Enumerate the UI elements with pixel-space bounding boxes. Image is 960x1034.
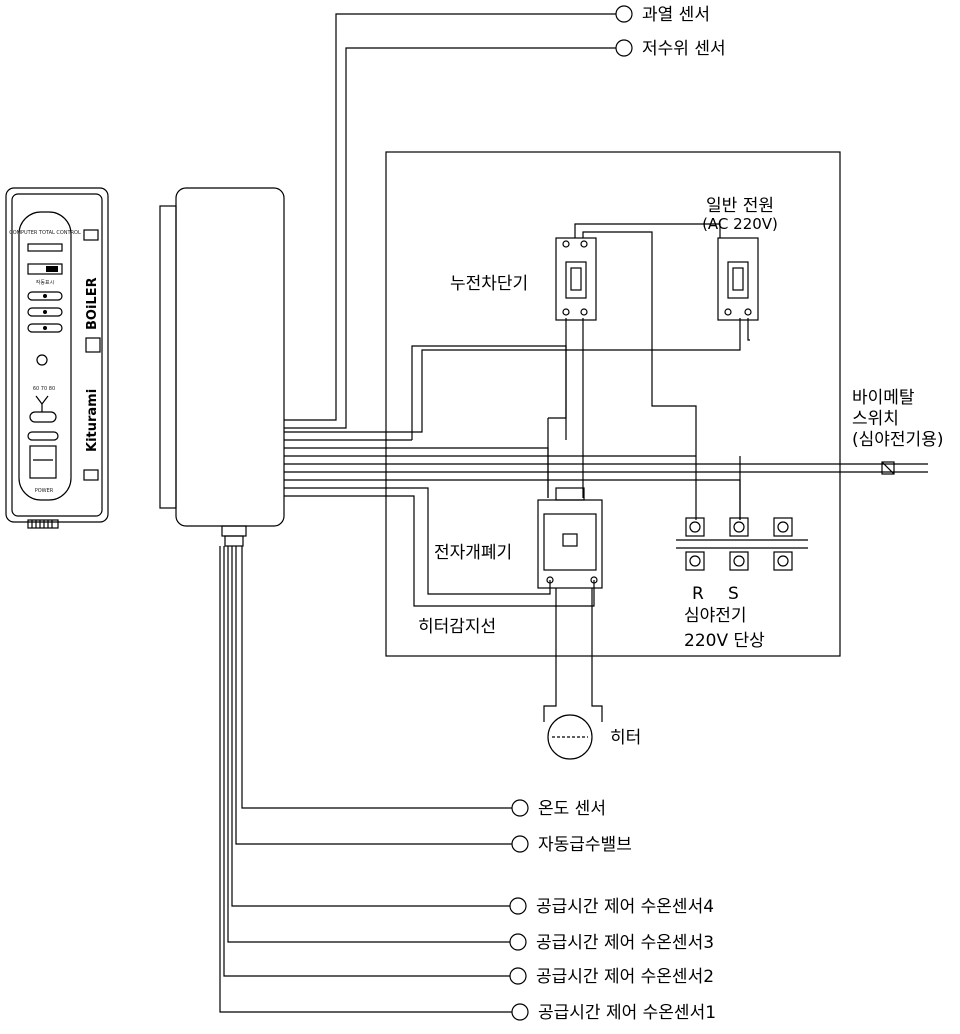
low-water-sensor-label: 저수위 센서 bbox=[642, 39, 726, 59]
supply-sensor-2-label: 공급시간 제어 수온센서2 bbox=[536, 967, 714, 987]
night-power-label-2: 220V 단상 bbox=[684, 631, 765, 651]
supply-sensor-3-icon bbox=[509, 933, 527, 951]
general-power-label: 일반 전원 bbox=[706, 196, 774, 216]
breaker-label: 누전차단기 bbox=[450, 274, 528, 294]
heater-icon bbox=[547, 714, 593, 760]
magnetic-contactor bbox=[537, 487, 603, 589]
auto-valve-label: 자동급수밸브 bbox=[538, 835, 632, 855]
product-logo: BOiLER bbox=[85, 277, 100, 330]
overheat-sensor-icon bbox=[615, 5, 633, 23]
terminal-r-label: R bbox=[692, 584, 704, 604]
temp-sensor-icon bbox=[511, 799, 529, 817]
earth-leakage-breaker bbox=[555, 237, 597, 321]
power-lamp-icon bbox=[36, 354, 48, 366]
low-water-sensor-icon bbox=[615, 39, 633, 57]
supply-sensor-4-label: 공급시간 제어 수온센서4 bbox=[536, 897, 714, 917]
supply-sensor-1-label: 공급시간 제어 수온센서1 bbox=[538, 1003, 716, 1023]
overheat-sensor-label: 과열 센서 bbox=[642, 5, 710, 25]
bimetal-label-2: 스위치 bbox=[852, 409, 899, 429]
general-power-switch bbox=[717, 237, 759, 321]
status-label: 작동표시 bbox=[36, 279, 54, 286]
general-power-sub: (AC 220V) bbox=[702, 215, 778, 233]
power-wiring bbox=[284, 223, 928, 607]
top-sensor-wires bbox=[284, 13, 616, 429]
terminal-block bbox=[685, 517, 793, 571]
auto-valve-icon bbox=[511, 835, 529, 853]
contactor-label: 전자개폐기 bbox=[434, 543, 512, 563]
night-power-label-1: 심야전기 bbox=[684, 606, 747, 626]
brand-logo: Kiturami bbox=[85, 389, 100, 452]
controller-body bbox=[159, 187, 285, 547]
supply-sensor-4-icon bbox=[509, 897, 527, 915]
bottom-sensor-wires bbox=[219, 546, 512, 1013]
panel-title: COMPUTER TOTAL CONTROL bbox=[9, 230, 81, 236]
supply-sensor-3-label: 공급시간 제어 수온센서3 bbox=[536, 933, 714, 953]
heater-sense-label: 히터감지선 bbox=[418, 617, 496, 637]
supply-sensor-2-icon bbox=[509, 967, 527, 985]
bimetal-label-1: 바이메탈 bbox=[852, 388, 915, 408]
bimetal-switch-icon bbox=[881, 461, 895, 475]
temp-sensor-label: 온도 센서 bbox=[538, 799, 606, 819]
temp-scale: 60 70 80 bbox=[33, 386, 55, 392]
power-switch[interactable] bbox=[29, 445, 57, 479]
power-label: POWER bbox=[35, 488, 54, 494]
panel-enclosure bbox=[385, 151, 841, 657]
supply-sensor-1-icon bbox=[511, 1003, 529, 1021]
controller-front-panel: COMPUTER TOTAL CONTROL 작동표시 60 70 80 POW… bbox=[5, 187, 109, 529]
terminal-s-label: S bbox=[728, 584, 739, 604]
bimetal-label-3: (심야전기용) bbox=[852, 430, 943, 450]
heater-label: 히터 bbox=[610, 728, 641, 748]
